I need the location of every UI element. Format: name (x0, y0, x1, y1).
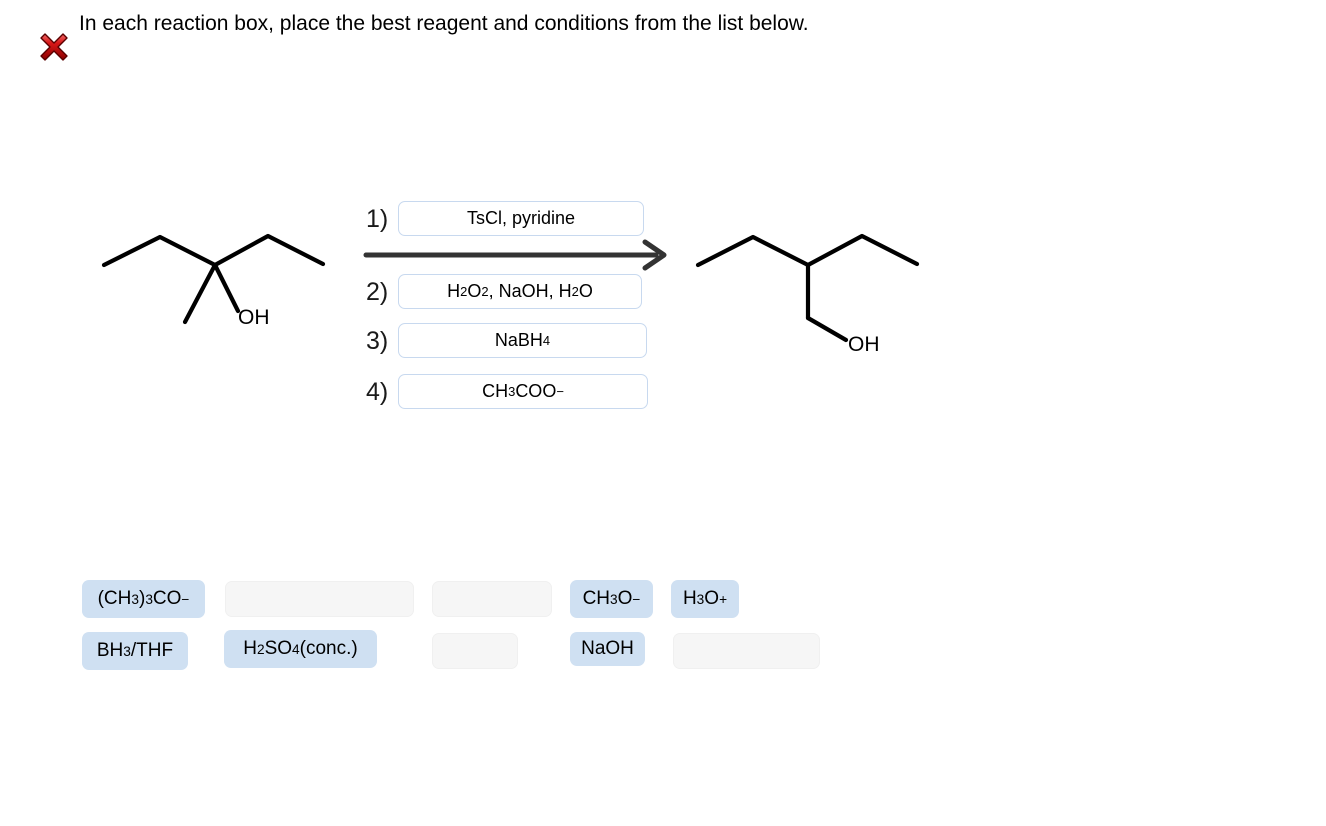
reagent-empty-slot[interactable] (432, 581, 552, 617)
prompt-row: In each reaction box, place the best rea… (0, 0, 1326, 80)
reactant-oh-label: OH (238, 306, 270, 329)
condition-number-3: 3) (366, 326, 389, 355)
reagent-chip[interactable]: NaOH (570, 632, 645, 666)
condition-box-1[interactable]: TsCl, pyridine (398, 201, 644, 236)
reaction-arrow-icon (363, 239, 667, 271)
reactant-structure (101, 233, 326, 325)
prompt-text: In each reaction box, place the best rea… (79, 12, 809, 35)
condition-row-1: 1) TsCl, pyridine (366, 201, 644, 236)
product-structure (695, 233, 920, 343)
red-x-icon (31, 24, 77, 70)
condition-number-1: 1) (366, 204, 389, 233)
condition-number-4: 4) (366, 377, 389, 406)
product-oh-label: OH (848, 333, 880, 356)
reagent-empty-slot[interactable] (673, 633, 820, 669)
reagent-empty-slot[interactable] (432, 633, 518, 669)
reagent-empty-slot[interactable] (225, 581, 414, 617)
condition-number-2: 2) (366, 277, 389, 306)
